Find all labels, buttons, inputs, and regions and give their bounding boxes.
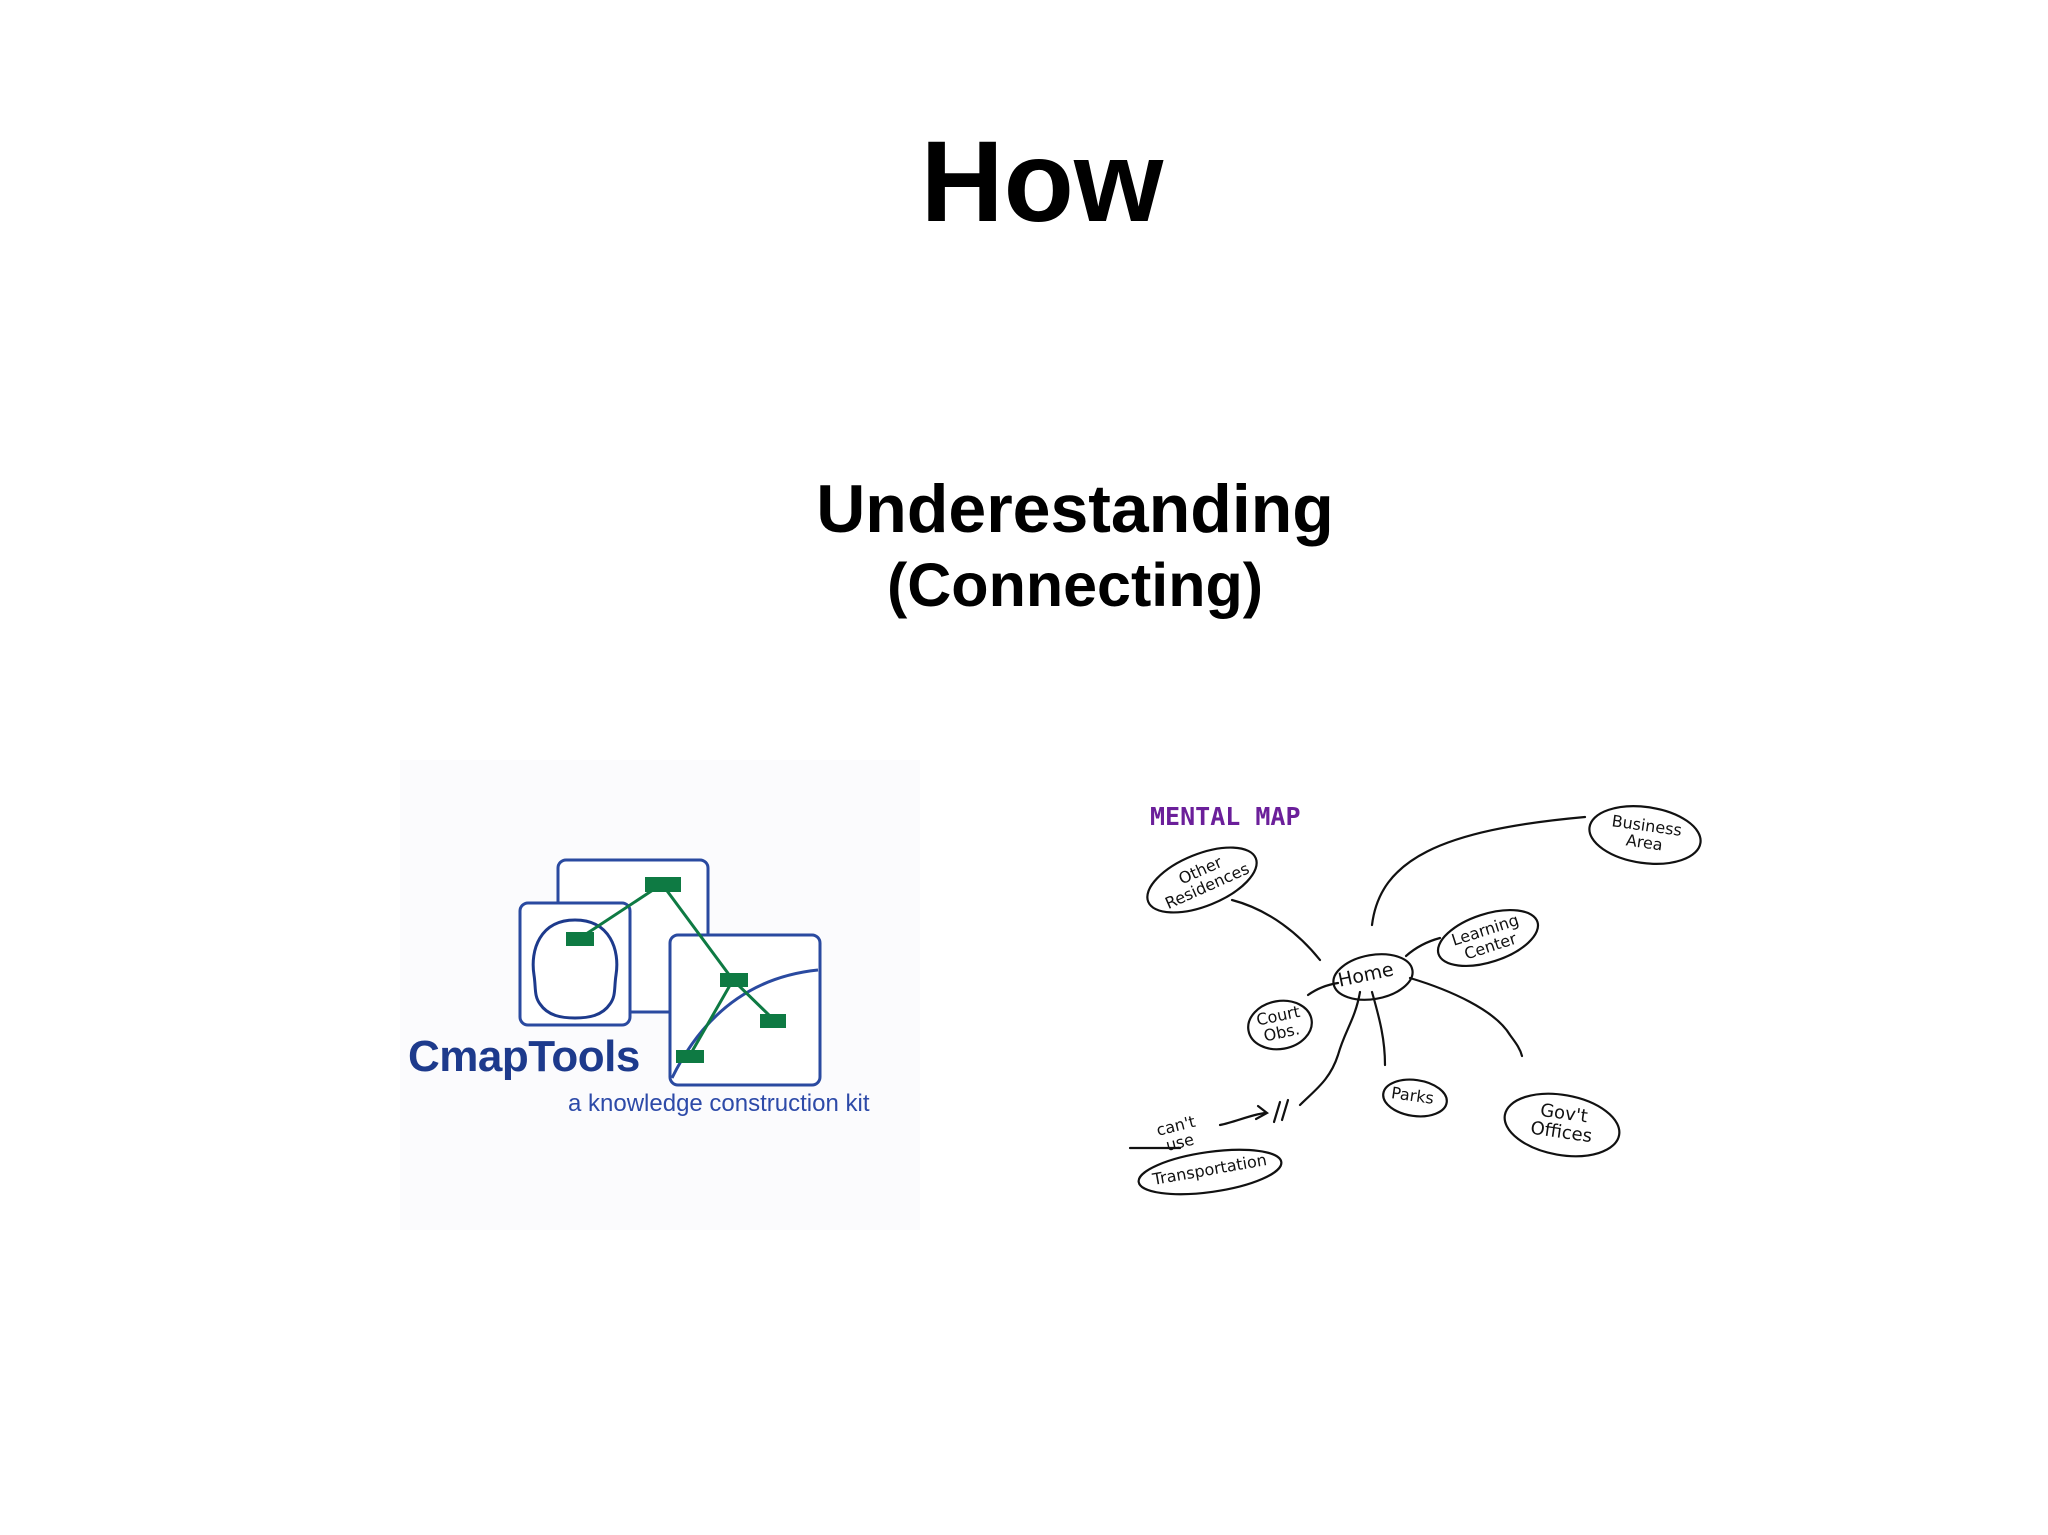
mental-map-drawing (1128, 805, 1702, 1196)
subtitle: Underestanding (Connecting) (800, 470, 1350, 620)
cmaptools-logo-graphic (518, 858, 822, 1087)
logo-name: CmapTools (408, 1032, 640, 1081)
slide-title: How (920, 118, 1164, 246)
node-other-residences (1146, 846, 1258, 914)
node-court-obs (1247, 999, 1313, 1051)
mental-map-title: MENTAL MAP (1150, 802, 1301, 831)
node-govt-offices (1503, 1092, 1621, 1158)
node-transportation (1137, 1148, 1283, 1196)
cmaptools-logo: CmapTools a knowledge construction kit (400, 760, 920, 1230)
node-home (1332, 953, 1414, 1001)
node-business-area (1588, 805, 1702, 865)
node-parks (1382, 1078, 1448, 1118)
node-learning-center (1436, 908, 1540, 968)
subtitle-line-2: (Connecting) (886, 551, 1264, 620)
logo-tagline: a knowledge construction kit (568, 1090, 870, 1117)
mental-map: MENTAL MAP Home Business Area Other Resi… (1110, 780, 1730, 1220)
subtitle-line-1: Underestanding (816, 471, 1334, 547)
